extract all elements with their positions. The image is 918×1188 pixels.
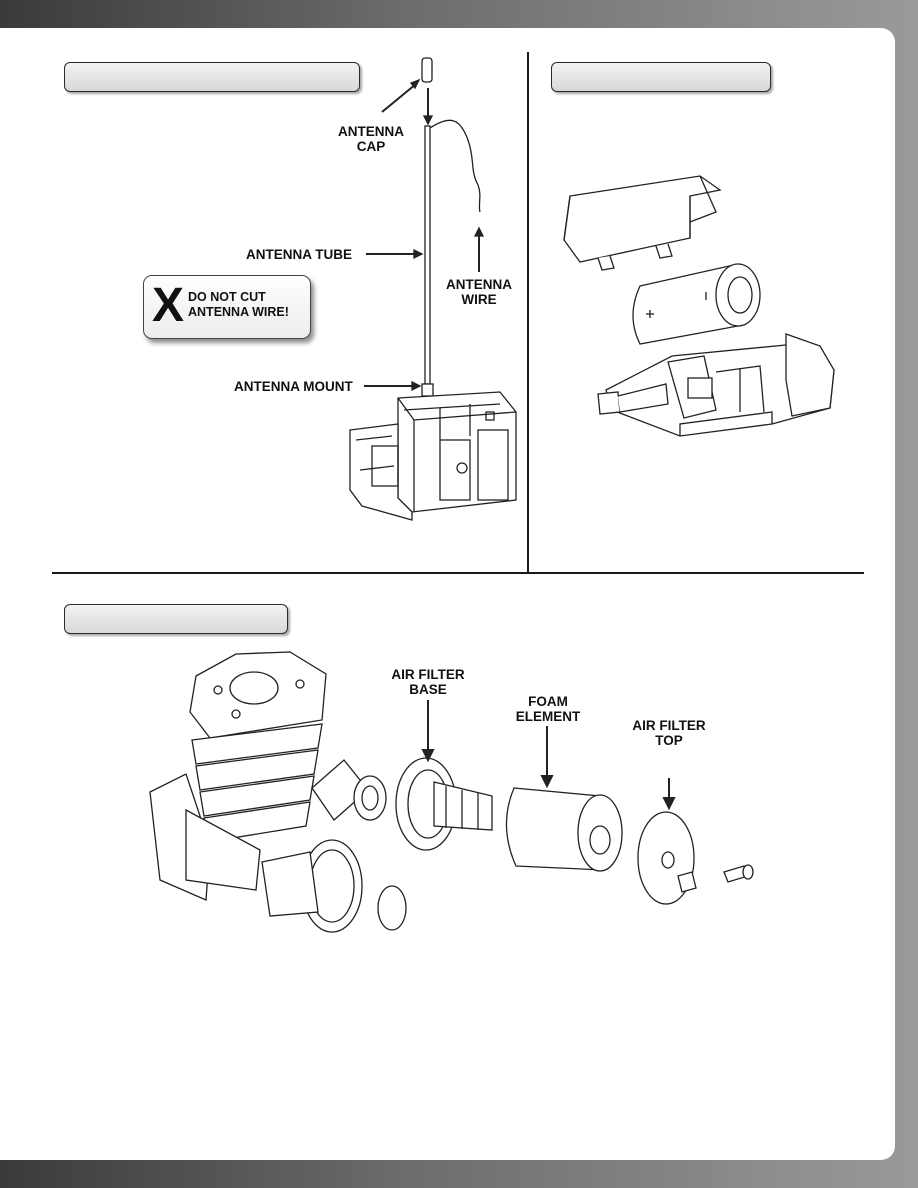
air-filter-top-label: AIR FILTER TOP [632,718,706,748]
horizontal-divider [52,572,864,574]
warning-x-icon: X [152,279,185,332]
antenna-section-header [64,62,360,92]
battery-section-header [551,62,771,92]
antenna-mount-label: ANTENNA MOUNT [234,379,353,394]
antenna-cap-label: ANTENNA CAP [338,124,404,154]
antenna-wire-label: ANTENNA WIRE [446,277,512,307]
warning-badge: X DO NOT CUT ANTENNA WIRE! [143,275,311,339]
manual-page [0,28,895,1160]
antenna-tube-label: ANTENNA TUBE [246,247,352,262]
foam-element-label: FOAM ELEMENT [515,694,581,724]
air-filter-section-header [64,604,288,634]
vertical-divider [527,52,529,572]
air-filter-base-label: AIR FILTER BASE [391,667,465,697]
warning-text: DO NOT CUT ANTENNA WIRE! [188,290,289,319]
